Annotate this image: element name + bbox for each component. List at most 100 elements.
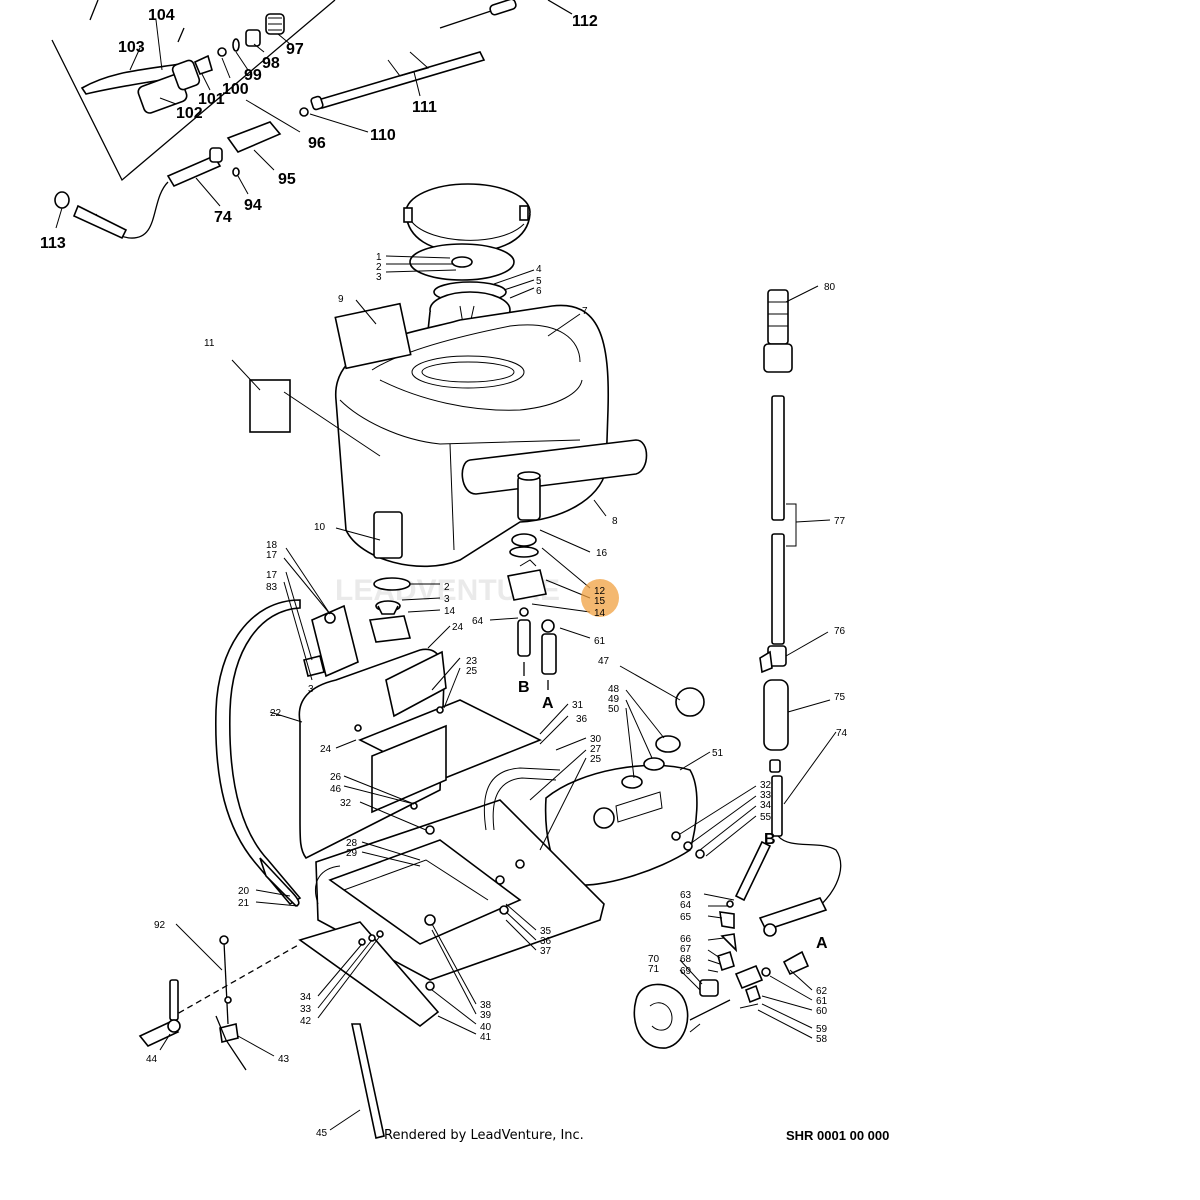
callout-40: 40 bbox=[480, 1022, 492, 1033]
callout-76: 76 bbox=[834, 626, 846, 637]
label-B-lower: B bbox=[764, 831, 776, 848]
callout-75: 75 bbox=[834, 692, 846, 703]
callout-101: 101 bbox=[198, 91, 225, 108]
callout-29: 29 bbox=[346, 848, 358, 859]
callout-61: 61 bbox=[594, 636, 606, 647]
callout-71: 71 bbox=[648, 964, 660, 975]
callout-35: 35 bbox=[540, 926, 552, 937]
callout-92: 92 bbox=[154, 920, 166, 931]
callout-12: 12 bbox=[594, 586, 606, 597]
callout-62: 62 bbox=[816, 986, 828, 997]
callout-59: 59 bbox=[816, 1024, 828, 1035]
callout-2b: 2 bbox=[444, 582, 450, 593]
callout-66: 66 bbox=[680, 934, 692, 945]
callout-3b: 3 bbox=[308, 684, 314, 695]
callout-18: 18 bbox=[266, 540, 278, 551]
callout-33: 33 bbox=[760, 790, 772, 801]
callout-5: 5 bbox=[536, 276, 542, 287]
callout-64: 64 bbox=[472, 616, 484, 627]
callout-65: 65 bbox=[680, 912, 692, 923]
callout-6: 6 bbox=[536, 286, 542, 297]
callout-55: 55 bbox=[760, 812, 772, 823]
callout-67: 67 bbox=[680, 944, 692, 955]
callout-36b: 36 bbox=[540, 936, 552, 947]
callout-34: 34 bbox=[760, 800, 772, 811]
pump-parts bbox=[633, 840, 828, 1049]
callout-25a: 25 bbox=[466, 666, 478, 677]
callout-60: 60 bbox=[816, 1006, 828, 1017]
callout-44: 44 bbox=[146, 1054, 158, 1065]
wand-inset bbox=[51, 0, 336, 182]
callout-45: 45 bbox=[316, 1128, 328, 1139]
label-A-upper: A bbox=[542, 695, 554, 712]
callout-2a: 2 bbox=[376, 262, 382, 273]
label-A-lower: A bbox=[816, 935, 828, 952]
wand-parts bbox=[54, 0, 573, 240]
callout-17b: 17 bbox=[266, 570, 278, 581]
callout-11: 11 bbox=[204, 338, 215, 349]
callout-34b: 34 bbox=[300, 992, 312, 1003]
linkage bbox=[138, 923, 385, 1139]
callout-80: 80 bbox=[824, 282, 836, 293]
right-wand bbox=[759, 285, 842, 911]
callout-15: 15 bbox=[594, 596, 606, 607]
drain-parts bbox=[368, 529, 591, 643]
footer-credit: Rendered by LeadVenture, Inc. bbox=[384, 1128, 584, 1143]
callout-41: 41 bbox=[480, 1032, 492, 1043]
callout-46: 46 bbox=[330, 784, 342, 795]
callout-96: 96 bbox=[308, 135, 326, 152]
callout-labels: 112 111 110 104 103 102 101 100 99 98 97… bbox=[40, 7, 848, 1139]
callout-32b: 32 bbox=[760, 780, 772, 791]
callout-50: 50 bbox=[608, 704, 620, 715]
callout-23: 23 bbox=[466, 656, 478, 667]
callout-70: 70 bbox=[648, 954, 660, 965]
callout-20: 20 bbox=[238, 886, 250, 897]
callout-17a: 17 bbox=[266, 550, 278, 561]
callout-94: 94 bbox=[244, 197, 262, 214]
callout-113: 113 bbox=[40, 235, 66, 252]
callout-14: 14 bbox=[444, 606, 456, 617]
callout-47: 47 bbox=[598, 656, 610, 667]
callout-16: 16 bbox=[596, 548, 608, 559]
callout-24b: 24 bbox=[320, 744, 332, 755]
callout-37: 37 bbox=[540, 946, 552, 957]
callout-99: 99 bbox=[244, 67, 262, 84]
callout-98: 98 bbox=[262, 55, 280, 72]
callout-111: 111 bbox=[412, 99, 437, 116]
callout-30: 30 bbox=[590, 734, 602, 745]
callout-74: 74 bbox=[214, 209, 232, 226]
callout-9: 9 bbox=[338, 294, 344, 305]
callout-49: 49 bbox=[608, 694, 620, 705]
callout-104: 104 bbox=[148, 7, 175, 24]
callout-21: 21 bbox=[238, 898, 250, 909]
callout-48: 48 bbox=[608, 684, 620, 695]
callout-74b: 74 bbox=[836, 728, 848, 739]
callout-1: 1 bbox=[376, 252, 382, 263]
callout-110: 110 bbox=[370, 127, 396, 144]
tank-body bbox=[231, 299, 648, 568]
callout-102: 102 bbox=[176, 105, 203, 122]
lid-leaders bbox=[385, 255, 535, 299]
callout-3a: 3 bbox=[376, 272, 382, 283]
callout-7: 7 bbox=[582, 306, 588, 317]
callout-25b: 25 bbox=[590, 754, 602, 765]
callout-100: 100 bbox=[222, 81, 249, 98]
callout-42: 42 bbox=[300, 1016, 312, 1027]
callout-112: 112 bbox=[572, 13, 598, 30]
callout-61b: 61 bbox=[816, 996, 828, 1007]
callout-64b: 64 bbox=[680, 900, 692, 911]
callout-58: 58 bbox=[816, 1034, 828, 1045]
callout-103: 103 bbox=[118, 39, 145, 56]
label-B-upper: B bbox=[518, 679, 530, 696]
callout-32a: 32 bbox=[340, 798, 352, 809]
callout-14b: 14 bbox=[594, 608, 606, 619]
callout-28: 28 bbox=[346, 838, 358, 849]
callout-31: 31 bbox=[572, 700, 584, 711]
callout-77: 77 bbox=[834, 516, 846, 527]
callout-27: 27 bbox=[590, 744, 602, 755]
callout-4: 4 bbox=[536, 264, 542, 275]
callout-36a: 36 bbox=[576, 714, 588, 725]
callout-68: 68 bbox=[680, 954, 692, 965]
callout-39: 39 bbox=[480, 1010, 492, 1021]
